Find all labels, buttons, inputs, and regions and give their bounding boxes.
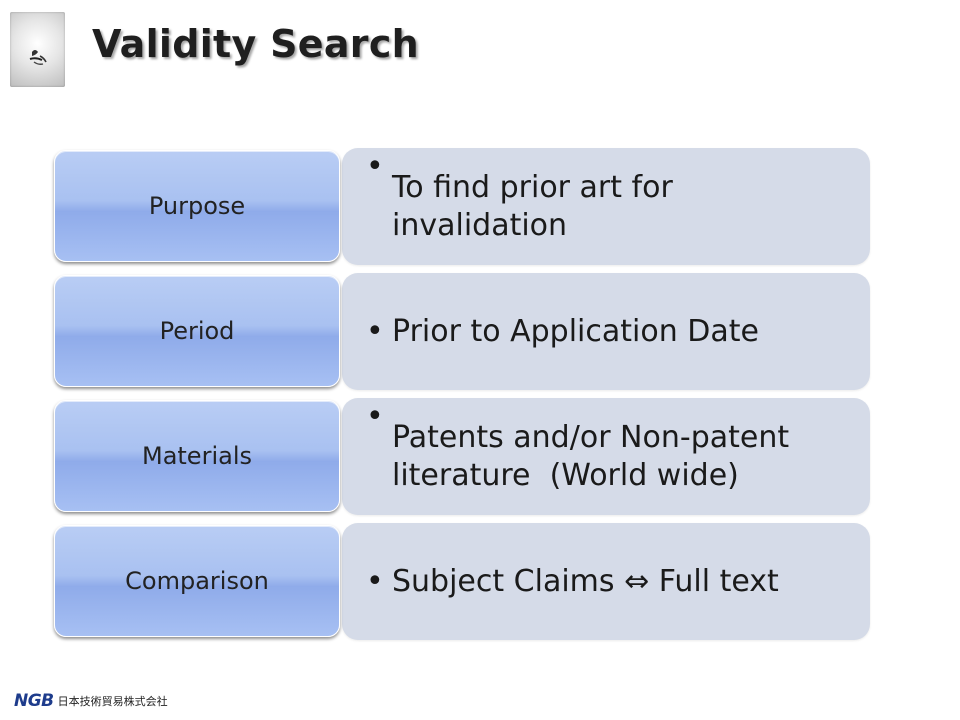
row-text-value: Patents and/or Non-patent literature (Wo… <box>392 419 799 493</box>
slide-title: Validity Search <box>92 22 420 66</box>
bullet-icon: • <box>366 399 384 434</box>
row-materials: • Patents and/or Non-patent literature (… <box>52 398 872 516</box>
row-text-value: To find prior art for invalidation <box>392 169 673 243</box>
row-purpose: • To find prior art for invalidation Pur… <box>52 148 872 266</box>
row-label: Materials <box>54 400 340 512</box>
company-name: 日本技術貿易株式会社 <box>57 695 168 708</box>
title-photo-icon <box>10 12 65 87</box>
row-period: • Prior to Application Date Period <box>52 273 872 391</box>
row-text: • Prior to Application Date <box>366 273 850 390</box>
logo-mark: NGB <box>14 691 54 711</box>
bullet-icon: • <box>366 149 384 184</box>
row-panel: • Subject Claims ⇔ Full text <box>342 523 870 640</box>
row-panel: • To find prior art for invalidation <box>342 148 870 265</box>
row-comparison: • Subject Claims ⇔ Full text Comparison <box>52 523 872 641</box>
row-text-value: Subject Claims ⇔ Full text <box>392 563 779 599</box>
row-label: Purpose <box>54 150 340 262</box>
row-text: • To find prior art for invalidation <box>366 148 850 265</box>
row-panel: • Prior to Application Date <box>342 273 870 390</box>
bullet-icon: • <box>366 563 384 599</box>
row-text: • Patents and/or Non-patent literature (… <box>366 398 850 515</box>
bullet-icon: • <box>366 313 384 349</box>
company-logo: NGB 日本技術貿易株式会社 <box>14 690 168 712</box>
row-label: Comparison <box>54 525 340 637</box>
row-panel: • Patents and/or Non-patent literature (… <box>342 398 870 515</box>
row-text-value: Prior to Application Date <box>392 313 759 349</box>
row-label: Period <box>54 275 340 387</box>
row-text: • Subject Claims ⇔ Full text <box>366 523 850 640</box>
